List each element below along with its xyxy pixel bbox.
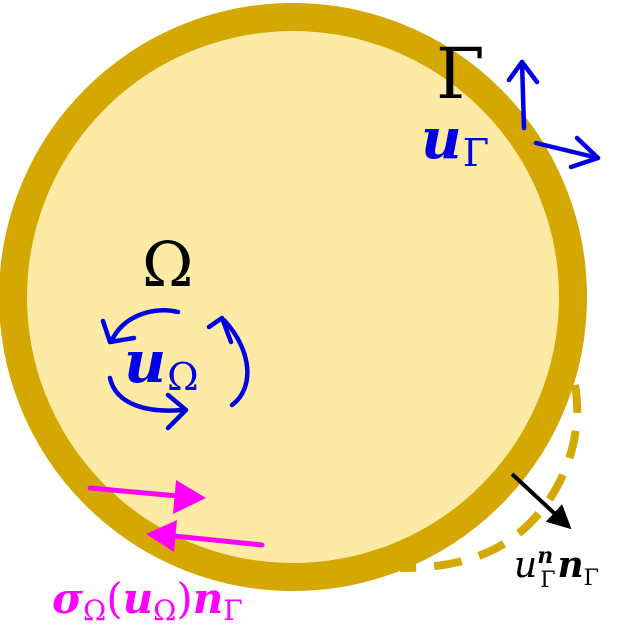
- traction-arrowhead-out: [146, 520, 177, 552]
- traction-label: σΩ(uΩ)nΓ: [52, 574, 243, 627]
- interior-arrow-right: [221, 317, 250, 408]
- u-omega-label: uΩ: [124, 328, 199, 399]
- boundary-velocity-arrowhead-right: [568, 135, 601, 170]
- interior-arrowhead-right: [206, 315, 234, 345]
- omega-label: Ω: [142, 228, 193, 301]
- interior-velocity-arrows: [100, 307, 250, 431]
- boundary-velocity-arrows: [506, 59, 601, 170]
- gamma-label: Γ: [436, 33, 485, 115]
- traction-arrow-in: [87, 485, 181, 499]
- displaced-boundary-dashed: [399, 384, 582, 572]
- interior-arrow-left: [107, 375, 185, 413]
- traction-arrows: [87, 480, 265, 552]
- boundary-velocity-arrowhead-up: [506, 59, 540, 85]
- domain-omega: [0, 3, 587, 591]
- interior-arrowhead-top: [100, 318, 137, 345]
- boundary-velocity-arrow-right: [533, 140, 601, 161]
- boundary-velocity-arrow-up: [519, 59, 527, 131]
- interior-arrow-top: [109, 307, 181, 343]
- normal-velocity-arrow: [510, 472, 572, 530]
- traction-arrow-out: [171, 533, 265, 548]
- traction-arrowhead-in: [173, 480, 206, 514]
- u-gamma-label: uΓ: [421, 106, 489, 175]
- interior-arrowhead-bottom: [165, 392, 189, 431]
